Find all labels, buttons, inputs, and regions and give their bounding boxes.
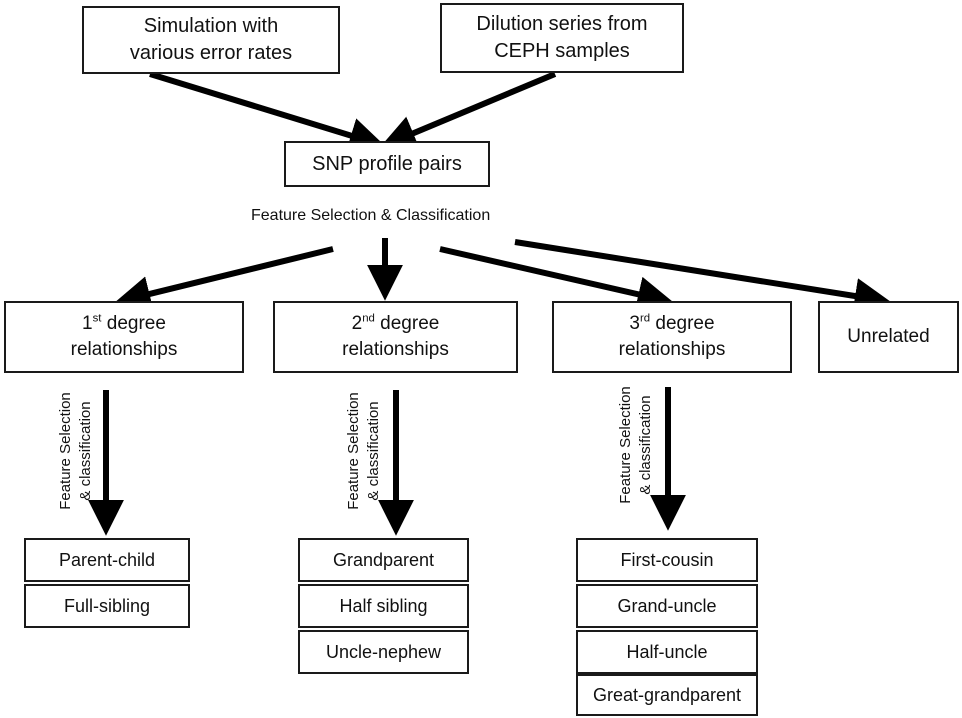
- second-degree-line1: 2nd degree: [351, 313, 440, 335]
- arrow-dilution-to-snp: [380, 71, 557, 150]
- snp-profile-pairs-label: SNP profile pairs: [312, 152, 462, 175]
- unrelated-label: Unrelated: [847, 326, 930, 348]
- first-degree-box: 1st degree relationships: [4, 301, 244, 373]
- arrow-to-third-degree: [439, 246, 674, 312]
- simulation-line1: Simulation with: [143, 15, 279, 37]
- third-degree-feature-label: Feature Selection & classification: [617, 386, 654, 504]
- second-degree-box: 2nd degree relationships: [273, 301, 518, 373]
- second-degree-feature-label: Feature Selection & classification: [345, 392, 382, 510]
- first-degree-line1: 1st degree: [82, 313, 166, 335]
- grandparent-box: Grandparent: [298, 538, 469, 582]
- uncle-nephew-box: Uncle-nephew: [298, 630, 469, 674]
- great-grandparent-box: Great-grandparent: [576, 674, 758, 716]
- unrelated-box: Unrelated: [818, 301, 959, 373]
- parent-child-box: Parent-child: [24, 538, 190, 582]
- first-cousin-box: First-cousin: [576, 538, 758, 582]
- full-sibling-box: Full-sibling: [24, 584, 190, 628]
- dilution-box: Dilution series from CEPH samples: [440, 3, 684, 73]
- simulation-line2: various error rates: [129, 42, 293, 64]
- arrow-to-unrelated: [514, 239, 891, 314]
- third-degree-line2: relationships: [618, 339, 726, 360]
- arrow-simulation-to-snp: [149, 71, 386, 153]
- feature-selection-label: Feature Selection & Classification: [251, 207, 491, 224]
- dilution-line2: CEPH samples: [494, 40, 630, 62]
- arrow-to-first-degree: [114, 246, 334, 312]
- first-degree-feature-label: Feature Selection & classification: [57, 392, 94, 510]
- half-uncle-box: Half-uncle: [576, 630, 758, 674]
- dilution-line1: Dilution series from: [476, 13, 648, 35]
- second-degree-line2: relationships: [342, 339, 449, 360]
- third-degree-box: 3rd degree relationships: [552, 301, 792, 373]
- simulation-box: Simulation with various error rates: [82, 6, 340, 74]
- half-sibling-box: Half sibling: [298, 584, 469, 628]
- snp-profile-pairs-box: SNP profile pairs: [284, 141, 490, 187]
- grand-uncle-box: Grand-uncle: [576, 584, 758, 628]
- first-degree-line2: relationships: [70, 339, 178, 360]
- third-degree-line1: 3rd degree: [629, 313, 715, 335]
